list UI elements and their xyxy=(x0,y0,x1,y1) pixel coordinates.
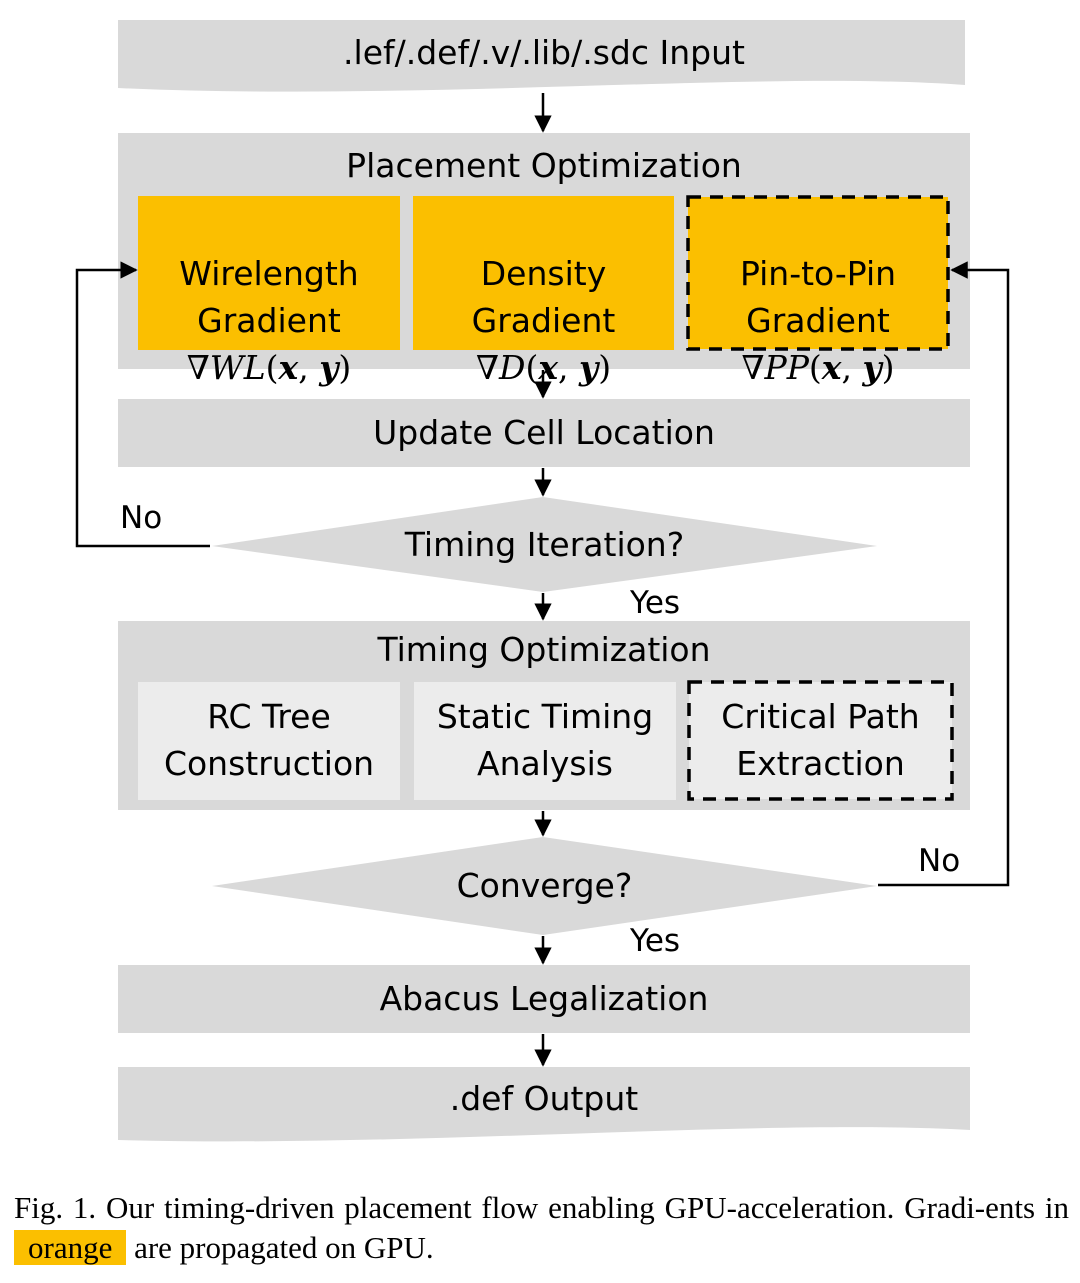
static-timing-label: Static Timing Analysis xyxy=(436,697,654,783)
wirelength-gradient-text: Wirelength Gradient ∇WL(x, y) xyxy=(138,204,400,438)
output-shape xyxy=(118,1067,970,1142)
critical-path-box xyxy=(687,680,954,801)
update-cell-location-box xyxy=(118,399,970,467)
placement-title: Placement Optimization xyxy=(346,146,742,185)
edge-label-no-right: No xyxy=(918,843,961,879)
rc-tree-box xyxy=(138,682,400,800)
pin-to-pin-gradient-text: Pin-to-Pin Gradient ∇PP(x, y) xyxy=(688,204,948,438)
static-timing-box xyxy=(414,682,676,800)
edge-label-no-left: No xyxy=(120,500,163,536)
caption-text-after: are propagated on GPU. xyxy=(126,1230,434,1265)
rc-tree-label: RC Tree Construction xyxy=(163,697,375,783)
density-formula: ∇D(x, y) xyxy=(475,347,612,387)
density-gradient-label: Density Gradient xyxy=(471,253,616,340)
density-gradient-text: Density Gradient ∇D(x, y) xyxy=(413,204,674,438)
caption-text-before: Fig. 1. Our timing-driven placement flow… xyxy=(14,1190,1069,1225)
timing-iteration-label: Timing Iteration? xyxy=(404,525,685,564)
input-shape xyxy=(118,20,965,92)
wirelength-gradient-box xyxy=(138,196,400,350)
density-gradient-box xyxy=(413,196,674,350)
caption-highlight-orange: orange xyxy=(14,1230,127,1265)
figure-caption: Fig. 1. Our timing-driven placement flow… xyxy=(14,1188,1069,1268)
timing-iteration-diamond xyxy=(212,497,877,592)
wirelength-gradient-label: Wirelength Gradient xyxy=(179,253,359,340)
converge-label: Converge? xyxy=(456,866,633,905)
pin-to-pin-formula: ∇PP(x, y) xyxy=(741,347,895,387)
converge-diamond xyxy=(212,837,877,935)
input-label: .lef/.def/.v/.lib/.sdc Input xyxy=(343,33,745,72)
pin-to-pin-gradient-label: Pin-to-Pin Gradient xyxy=(739,253,897,340)
loop-no-iteration xyxy=(75,261,210,548)
wirelength-formula: ∇WL(x, y) xyxy=(186,347,352,387)
legalization-box xyxy=(118,965,970,1033)
update-cell-location-label: Update Cell Location xyxy=(373,413,715,452)
pin-to-pin-gradient-box xyxy=(686,195,950,351)
output-label: .def Output xyxy=(449,1079,639,1118)
edge-label-yes-2: Yes xyxy=(630,923,681,959)
legalization-label: Abacus Legalization xyxy=(379,979,709,1018)
critical-path-label: Critical Path Extraction xyxy=(721,697,920,783)
edge-label-yes-1: Yes xyxy=(630,585,681,621)
loop-no-converge xyxy=(878,261,1010,887)
timing-title: Timing Optimization xyxy=(377,630,711,669)
